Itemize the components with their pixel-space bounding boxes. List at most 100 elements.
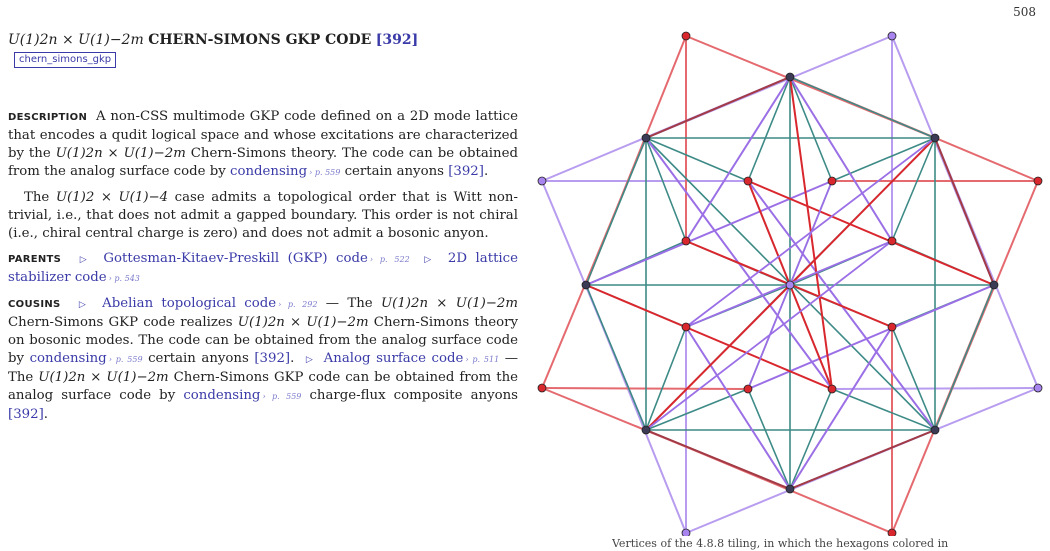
text: certain anyons — [344, 164, 444, 179]
title-text: CHERN-SIMONS GKP CODE — [148, 32, 372, 48]
lattice-vertex — [681, 322, 691, 332]
text: . — [290, 351, 295, 366]
bullet-icon: ▷ — [78, 300, 90, 310]
page-ref[interactable]: › p. 292 — [278, 300, 318, 309]
lattice-vertex — [989, 280, 999, 290]
lattice-vertex — [887, 31, 897, 41]
lattice-edge — [747, 76, 791, 182]
lattice-vertex — [887, 236, 897, 246]
lattice-vertex — [681, 31, 691, 41]
condensing-link[interactable]: condensing — [29, 351, 107, 366]
lattice-edge — [541, 387, 749, 390]
lattice-edge — [645, 137, 687, 242]
lattice-vertex — [1033, 176, 1043, 186]
lattice-vertex — [581, 280, 591, 290]
code-tag[interactable]: chern_simons_gkp — [14, 52, 117, 68]
lattice-edge — [585, 284, 833, 390]
text: Chern-Simons GKP code realizes — [8, 315, 233, 330]
lattice-vertex — [1033, 383, 1043, 393]
lattice-vertex — [681, 528, 691, 538]
condensing-link[interactable]: condensing — [183, 388, 261, 403]
page-number: 508 — [1013, 5, 1036, 19]
parent-link-gkp[interactable]: Gottesman-Kitaev-Preskill (GKP) code — [103, 251, 368, 266]
lattice-vertex — [641, 425, 651, 435]
text: Chern-Simons theory on bosonic modes. Th… — [8, 315, 519, 366]
lattice-edge — [789, 429, 936, 490]
text: — The — [8, 351, 519, 385]
cousin-link-abelian[interactable]: Abelian topological code — [102, 296, 277, 311]
math: U(1)2n × U(1)−2m — [380, 296, 518, 311]
text: A non-CSS multimode GKP code defined on … — [8, 109, 518, 161]
lattice-edge — [891, 137, 936, 242]
lattice-vertex — [887, 322, 897, 332]
lattice-edge — [789, 76, 936, 139]
figure-caption: Vertices of the 4.8.8 tiling, in which t… — [612, 537, 949, 550]
text: . — [43, 407, 48, 422]
description-paragraph-2: The U(1)2 × U(1)−4 case admits a topolog… — [8, 189, 518, 243]
lattice-edge — [789, 76, 833, 182]
lattice-edge — [685, 76, 791, 242]
lattice-vertex — [785, 280, 795, 290]
lattice-edge — [585, 284, 647, 431]
lattice-edge — [685, 326, 791, 490]
description-label: DESCRIPTION — [8, 112, 88, 123]
description-paragraph: DESCRIPTION A non-CSS multimode GKP code… — [8, 108, 518, 182]
lattice-edge — [789, 388, 833, 490]
entry-column: U(1)2n × U(1)−2m CHERN-SIMONS GKP CODE [… — [8, 30, 518, 431]
lattice-vertex — [681, 236, 691, 246]
math: U(1)2n × U(1)−2m — [38, 370, 169, 385]
bullet-icon: ▷ — [424, 255, 436, 265]
page-ref[interactable]: › p. 511 — [465, 355, 500, 364]
lattice-edge — [789, 326, 893, 490]
page-ref[interactable]: › p. 559 — [262, 392, 302, 401]
text: certain anyons — [148, 351, 249, 366]
lattice-edge — [747, 180, 995, 286]
lattice-vertex — [641, 133, 651, 143]
cousins-section: COUSINS ▷ Abelian topological code› p. 2… — [8, 295, 518, 424]
lattice-edge — [789, 76, 893, 242]
condensing-link[interactable]: condensing — [230, 164, 308, 179]
lattice-edge — [585, 137, 647, 286]
parents-label: PARENTS — [8, 254, 62, 265]
citation-link[interactable]: [392] — [254, 351, 291, 366]
lattice-vertex — [827, 176, 837, 186]
lattice-vertex — [743, 384, 753, 394]
lattice-graph — [537, 31, 1043, 538]
entry-title: U(1)2n × U(1)−2m CHERN-SIMONS GKP CODE [… — [8, 30, 518, 70]
text: charge-flux composite anyons — [309, 388, 519, 403]
citation-link[interactable]: [392] — [8, 407, 44, 422]
lattice-vertex — [537, 383, 547, 393]
parent-link-2d-lattice[interactable]: 2D lattice stabilizer code — [8, 251, 518, 285]
lattice-vertex — [785, 72, 795, 82]
title-ref-link[interactable]: [392] — [375, 32, 419, 48]
text: case admits a topological order that is … — [8, 190, 518, 241]
page-ref[interactable]: › p. 522 — [369, 255, 410, 264]
math: U(1)2n × U(1)−2m — [237, 315, 369, 330]
lattice-vertex — [887, 528, 897, 538]
lattice-edge — [747, 388, 791, 490]
lattice-vertex — [930, 133, 940, 143]
parents-section: PARENTS ▷ Gottesman-Kitaev-Preskill (GKP… — [8, 250, 518, 288]
lattice-vertex — [827, 384, 837, 394]
bullet-icon: ▷ — [79, 255, 91, 265]
lattice-edge — [891, 326, 936, 431]
text: . — [483, 164, 489, 179]
text: Chern-Simons theory. The code can be obt… — [8, 146, 518, 179]
title-math: U(1)2n × U(1)−2m — [8, 32, 144, 48]
page-ref[interactable]: › p. 559 — [108, 355, 143, 364]
page-ref[interactable]: › p. 559 — [309, 168, 341, 177]
lattice-vertex — [930, 425, 940, 435]
lattice-edge — [645, 429, 791, 490]
math: U(1)2 × U(1)−4 — [55, 190, 169, 205]
page-ref[interactable]: › p. 543 — [108, 274, 140, 283]
text: Chern-Simons GKP code can be obtained fr… — [8, 370, 519, 403]
lattice-edge — [645, 388, 749, 431]
lattice-vertex — [537, 176, 547, 186]
lattice-figure — [532, 26, 1050, 538]
cousins-label: COUSINS — [8, 299, 61, 310]
cousin-link-analog-surface[interactable]: Analog surface code — [323, 351, 464, 366]
lattice-edge — [645, 76, 791, 139]
citation-link[interactable]: [392] — [448, 164, 484, 179]
bullet-icon: ▷ — [305, 355, 315, 365]
lattice-edge — [645, 326, 687, 431]
